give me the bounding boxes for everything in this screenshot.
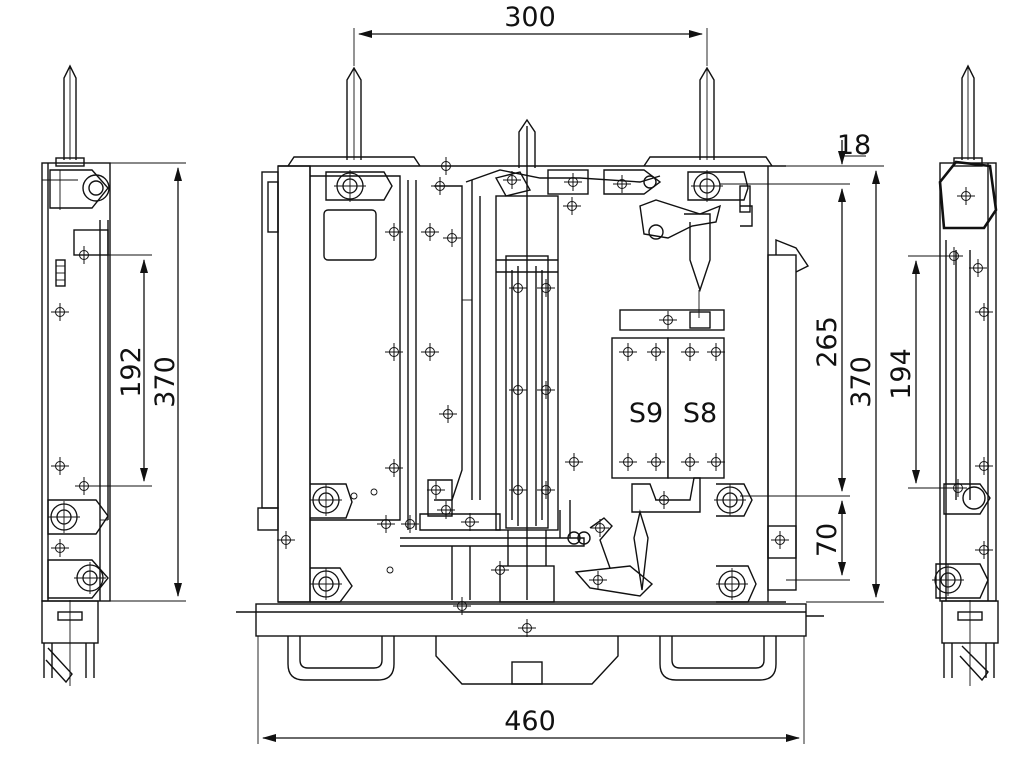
dim-side-194: 194 (886, 348, 917, 400)
right-side-view (931, 64, 999, 686)
front-view: S9 S8 (236, 66, 824, 685)
dim-left-192: 192 (116, 346, 147, 398)
left-dimensions: 192 370 (84, 162, 186, 602)
left-side-view (41, 64, 111, 686)
right-side-dimensions: 194 (886, 255, 958, 489)
dim-top-300: 300 (504, 2, 556, 33)
switch-label-s9: S9 (629, 398, 663, 429)
dim-right-265: 265 (812, 316, 843, 368)
dim-right-70: 70 (812, 523, 843, 557)
dim-right-370: 370 (846, 356, 877, 408)
dim-left-370: 370 (150, 356, 181, 408)
dim-bottom-460: 460 (504, 706, 556, 737)
dim-right-18: 18 (837, 130, 871, 161)
front-dimensions: 300 460 18 265 70 370 (257, 2, 884, 744)
switch-label-s8: S8 (683, 398, 717, 429)
